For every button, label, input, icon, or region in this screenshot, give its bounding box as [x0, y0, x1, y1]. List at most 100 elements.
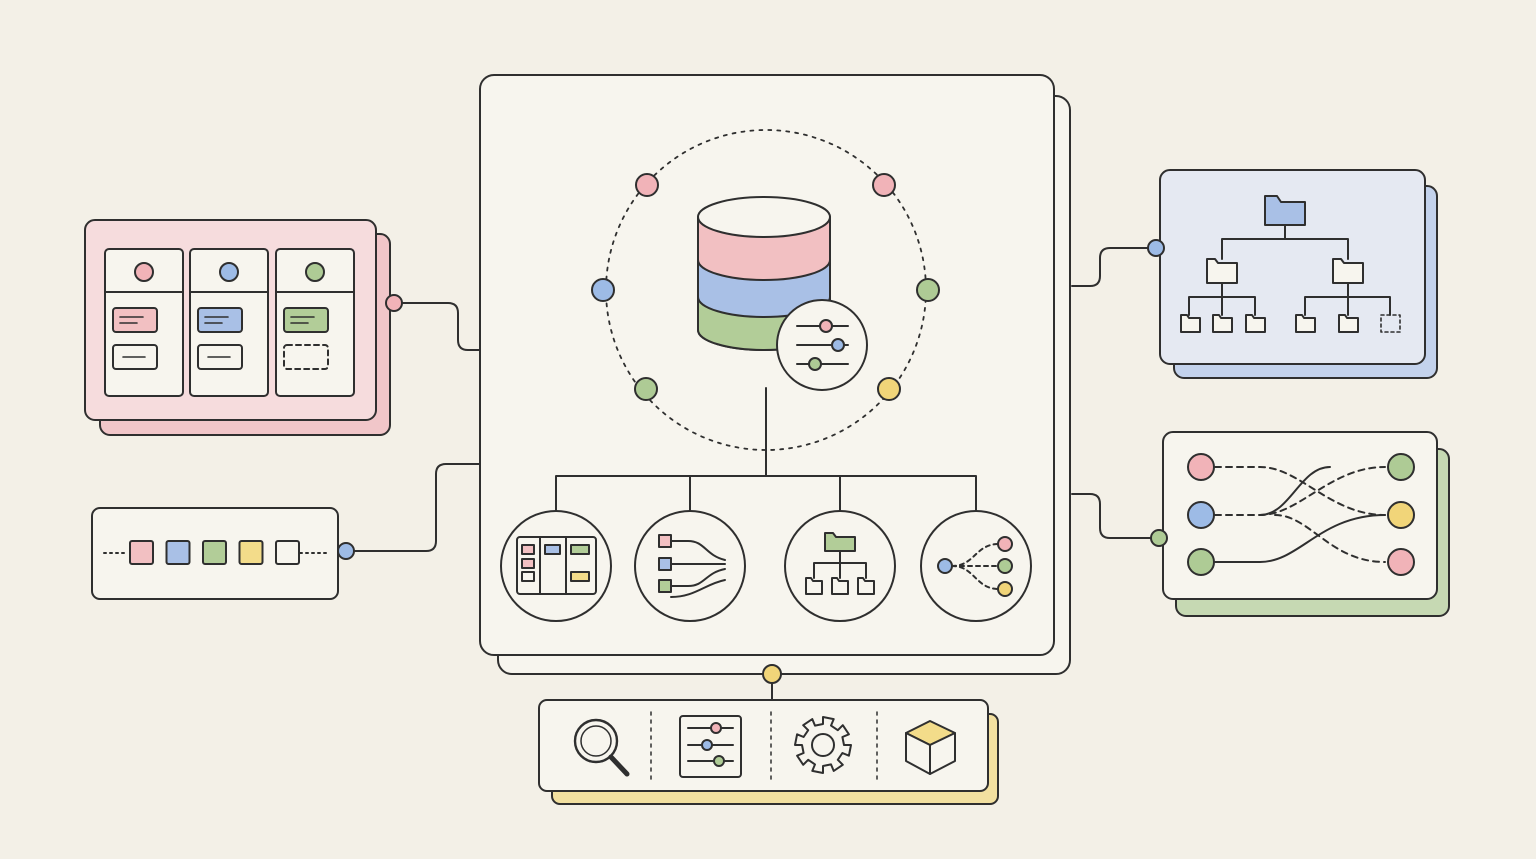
kanban-card[interactable]: [283, 307, 329, 333]
search-tool[interactable]: [573, 718, 630, 777]
mapping-line: [1274, 514, 1386, 563]
status-dot: [305, 262, 325, 282]
mapping-target-node[interactable]: [1387, 453, 1415, 481]
folder-icon: [1338, 314, 1359, 333]
kanban-card[interactable]: [197, 307, 243, 333]
connector-node[interactable]: [385, 294, 403, 312]
slider-knob: [831, 338, 845, 352]
database-layer-blue: [698, 260, 830, 317]
connector-node[interactable]: [337, 542, 355, 560]
database-layer-red: [698, 217, 830, 280]
tree-lines: [1221, 224, 1349, 260]
slider-knob: [713, 755, 725, 767]
kanban-mini-card: [521, 544, 535, 555]
branch-leaf: [997, 581, 1013, 597]
magnifier-lens: [580, 725, 612, 757]
kanban-mini-card: [544, 544, 561, 555]
branch-leaf: [997, 558, 1013, 574]
data-flow-icon: [658, 534, 726, 598]
timeline-block[interactable]: [129, 540, 154, 565]
mapping-panel-body: [1162, 431, 1438, 600]
timeline-block[interactable]: [202, 540, 227, 565]
orbit-node[interactable]: [916, 278, 940, 302]
timeline-block[interactable]: [238, 540, 264, 565]
slider-knob: [710, 722, 722, 734]
status-dot: [134, 262, 154, 282]
kanban-card[interactable]: [283, 344, 329, 370]
flow-source-square: [658, 579, 672, 593]
branch-line: [951, 543, 1000, 567]
kanban-column[interactable]: [275, 248, 355, 397]
folder-icon: [1295, 314, 1316, 333]
gear-tool[interactable]: [794, 716, 852, 774]
flow-line: [670, 540, 726, 561]
orbit-node[interactable]: [877, 377, 901, 401]
hub-card-body: [479, 74, 1055, 656]
connector-timeline: [345, 463, 482, 552]
folder-tree-icon: [805, 532, 875, 595]
mapping-source-node[interactable]: [1187, 501, 1215, 529]
mapping-source-node[interactable]: [1187, 453, 1215, 481]
kanban-card[interactable]: [112, 307, 158, 333]
magnifier-icon: [573, 718, 619, 764]
hub-card[interactable]: [479, 74, 1071, 675]
orbit-node[interactable]: [872, 173, 896, 197]
folder-icon: [1245, 314, 1266, 333]
data-flow-icon: [634, 510, 746, 622]
timeline-panel[interactable]: [91, 507, 355, 600]
database-top: [697, 196, 831, 238]
tree-panel[interactable]: [1147, 169, 1438, 379]
toolbar[interactable]: [538, 664, 999, 805]
mapping-line: [1214, 466, 1386, 516]
slider-knob: [808, 357, 822, 371]
kanban-panel[interactable]: [84, 219, 403, 436]
status-dot: [219, 262, 239, 282]
settings-panel-tool[interactable]: [679, 715, 742, 778]
tree-panel-body: [1159, 169, 1426, 365]
slider-knob: [819, 319, 833, 333]
folder-icon: [805, 577, 823, 595]
connector-mapping: [1071, 493, 1160, 539]
mapping-line: [1259, 466, 1331, 516]
orbit-node[interactable]: [591, 278, 615, 302]
mapping-panel[interactable]: [1150, 431, 1450, 617]
flow-source-square: [658, 557, 672, 571]
folder-icon: [1180, 314, 1201, 333]
connector-node[interactable]: [1147, 239, 1165, 257]
flow-line: [670, 568, 726, 587]
sliders-badge[interactable]: [776, 299, 868, 391]
kanban-mini-card: [521, 558, 535, 569]
timeline-block[interactable]: [165, 540, 191, 565]
magnifier-handle: [608, 754, 630, 777]
tree-lines: [1188, 282, 1256, 316]
connector-kanban: [393, 302, 482, 351]
orbit-node[interactable]: [635, 173, 659, 197]
tree-lines: [1304, 282, 1391, 316]
kanban-mini-card: [570, 544, 590, 555]
flow-source-square: [658, 534, 672, 548]
slider-knob: [701, 739, 713, 751]
cube-face: [929, 732, 956, 775]
kanban-column[interactable]: [189, 248, 269, 397]
gear-hub: [811, 733, 835, 757]
kanban-mini-card: [521, 571, 535, 582]
data-flow-view[interactable]: [634, 510, 746, 622]
folder-icon: [1212, 314, 1233, 333]
connector-node[interactable]: [1150, 529, 1168, 547]
connector-node[interactable]: [762, 664, 782, 684]
kanban-board-icon: [516, 536, 597, 595]
folder-icon: [1332, 258, 1364, 284]
folder-icon: [1264, 195, 1306, 226]
timeline-block[interactable]: [275, 540, 300, 565]
hub-branch: [555, 475, 977, 511]
branch-line: [951, 565, 1000, 590]
cube-tool[interactable]: [905, 720, 956, 775]
mapping-target-node[interactable]: [1387, 548, 1415, 576]
mapping-target-node[interactable]: [1387, 501, 1415, 529]
orbit-node[interactable]: [634, 377, 658, 401]
mapping-source-node[interactable]: [1187, 548, 1215, 576]
kanban-column[interactable]: [104, 248, 184, 397]
mapping-line: [1214, 466, 1386, 516]
kanban-frame: [516, 536, 597, 595]
